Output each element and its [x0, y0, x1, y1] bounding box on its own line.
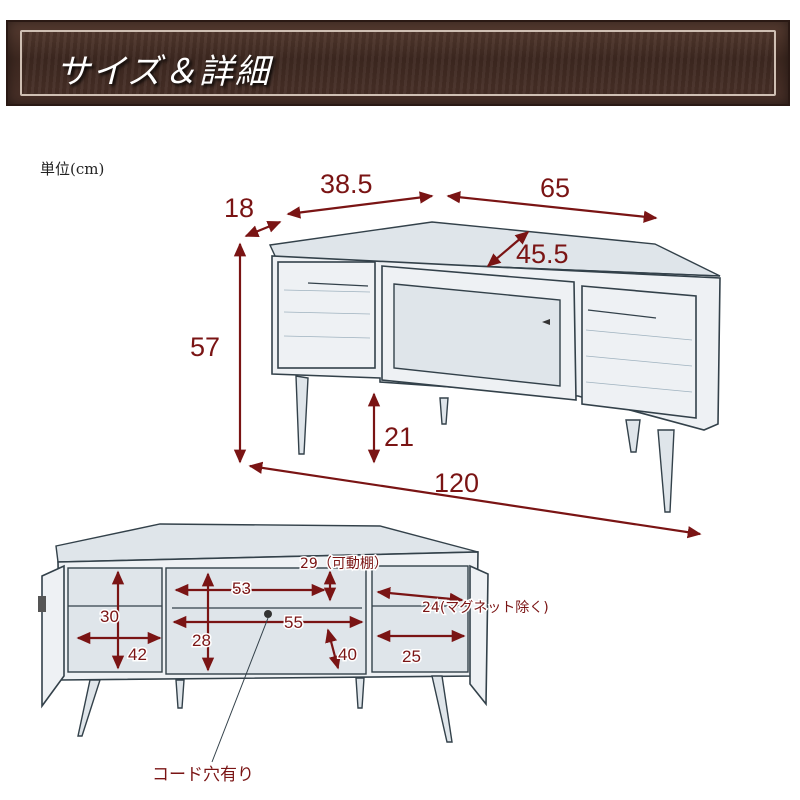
- interior-leg-fr: [431, 675, 453, 743]
- interior-leg-bl: [175, 679, 185, 709]
- dim-left-width: 38.5: [320, 169, 373, 199]
- leg-back-left: [439, 397, 449, 425]
- dim-40: 40: [338, 645, 357, 664]
- cabinet-interior-view: [38, 523, 489, 743]
- right-handle: [587, 309, 657, 319]
- dim-right-width: 65: [540, 173, 570, 203]
- leg-front-right: [657, 429, 675, 513]
- banner-frame: [20, 30, 776, 96]
- arrow-40: [325, 628, 341, 670]
- unit-label: 単位(cm): [40, 160, 105, 178]
- left-door: [277, 261, 376, 369]
- door-knob: [542, 319, 550, 325]
- dim-30: 30: [100, 607, 119, 626]
- interior-top: [55, 523, 479, 563]
- dim-arrow-left-width: [286, 191, 434, 219]
- dim-arrow-right-width: [446, 191, 658, 223]
- dim-28: 28: [192, 631, 211, 650]
- leg-back-right: [625, 419, 641, 453]
- dim-25: 25: [402, 647, 421, 666]
- dim-arrow-center-depth: [486, 231, 530, 267]
- cabinet-front-view: [268, 221, 721, 513]
- leg-front-left: [295, 375, 309, 455]
- dim-center-depth: 45.5: [516, 239, 569, 269]
- left-open-door: [41, 564, 65, 709]
- interior-leg-fl: [77, 679, 101, 737]
- dim-side-24: 24(マグネット除く): [422, 600, 549, 616]
- banner-title: サイズ＆詳細: [56, 52, 271, 92]
- dim-depth-side: 18: [224, 193, 254, 223]
- dim-total-width: 120: [434, 468, 479, 498]
- dim-shelf: 29（可動棚）: [300, 556, 388, 572]
- cord-hole: [264, 610, 272, 618]
- left-door-magnet: [38, 596, 46, 612]
- dim-leg-height: 21: [384, 422, 414, 452]
- dim-height: 57: [190, 332, 220, 362]
- top-dimension-arrows: [233, 191, 702, 539]
- arrow-side-24: [376, 587, 464, 605]
- dim-arrow-total-width: [248, 461, 702, 539]
- header-banner: サイズ＆詳細: [6, 20, 790, 106]
- cord-leader-line: [211, 617, 269, 763]
- center-door: [393, 283, 561, 387]
- right-open-door: [469, 564, 489, 707]
- dim-arrow-depth: [244, 220, 282, 238]
- dim-42: 42: [128, 645, 147, 664]
- interior-dimension-arrows: [76, 570, 466, 672]
- interior-leg-br: [355, 677, 365, 709]
- cord-hole-label: コード穴有り: [152, 765, 254, 785]
- left-handle: [307, 282, 369, 287]
- dim-inner-53: 53: [232, 579, 251, 598]
- dim-inner-55: 55: [284, 613, 303, 632]
- right-compartment: [371, 565, 469, 673]
- right-door: [581, 285, 697, 419]
